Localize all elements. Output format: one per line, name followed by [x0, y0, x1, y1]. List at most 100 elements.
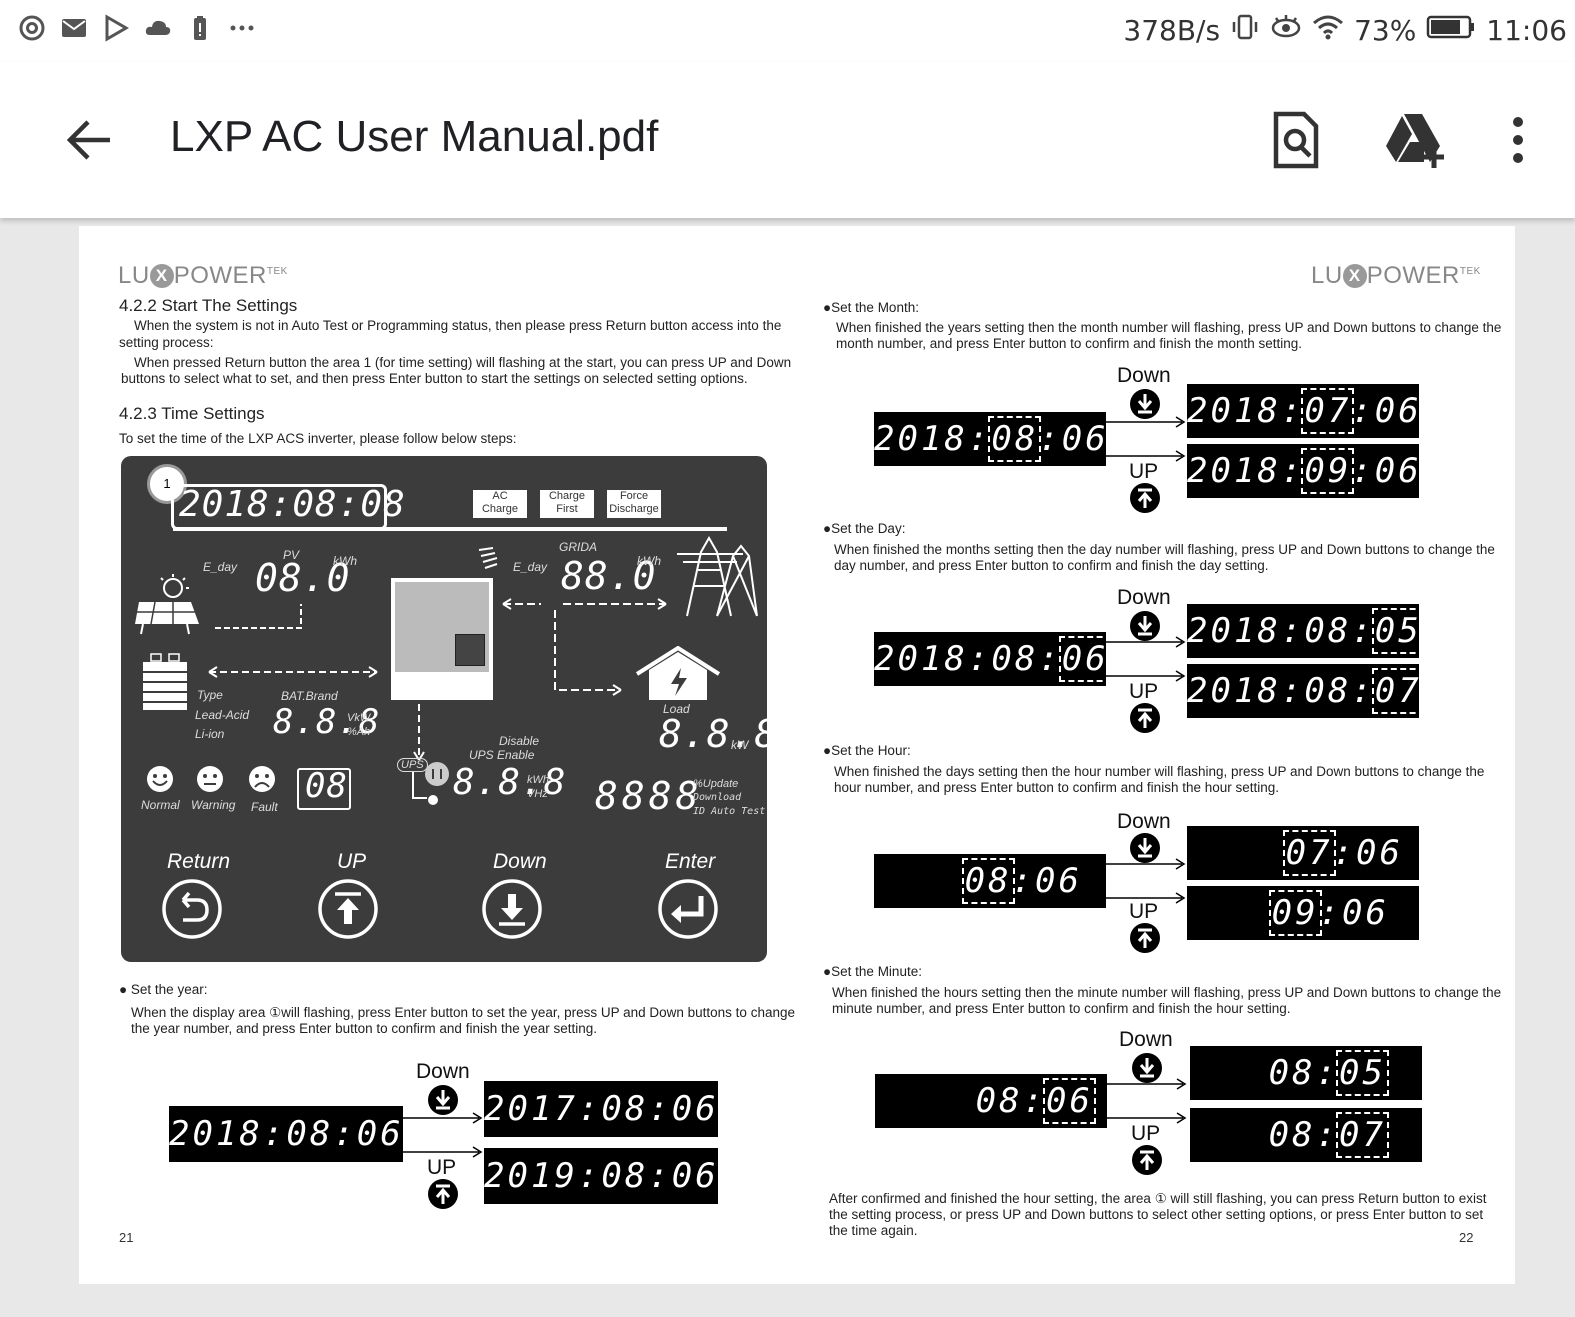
ups-label: UPS	[397, 758, 428, 772]
paragraph: When the display area ①will flashing, pr…	[131, 1005, 795, 1020]
drive-add-icon	[1386, 114, 1444, 168]
minute-arrows	[1107, 1078, 1187, 1124]
page-number-left: 21	[119, 1230, 134, 1245]
day-up-display: 2018:08:07	[1187, 664, 1425, 718]
paragraph: the year number, and press Enter button …	[131, 1021, 598, 1036]
month-arrows	[1106, 416, 1186, 462]
app-bar: LXP AC User Manual.pdf	[0, 62, 1575, 218]
grid-eday-label: E_day	[513, 560, 548, 574]
find-in-document-button[interactable]	[1266, 110, 1326, 170]
hour-down-display: 07:06	[1187, 826, 1419, 880]
set-minute-title: Set the Minute:	[831, 964, 922, 979]
down-button[interactable]	[481, 878, 543, 940]
add-to-drive-button[interactable]	[1384, 110, 1444, 170]
up-label: UP	[1129, 460, 1159, 483]
day-source-display: 2018:08:06	[874, 632, 1112, 686]
cloud-icon	[144, 14, 172, 42]
paragraph: the setting process, or press UP and Dow…	[829, 1207, 1484, 1222]
set-day-title: Set the Day:	[831, 521, 906, 536]
ups-disable-label: Disable	[499, 734, 540, 748]
year-up-display: 2019:08:06	[484, 1148, 718, 1204]
heading-start-settings: 4.2.2 Start The Settings	[119, 296, 298, 315]
status-code-value: 8888	[595, 774, 703, 818]
home-load-icon	[635, 646, 721, 700]
grid-kwh-label: kWh	[637, 554, 661, 568]
hour-arrows	[1106, 858, 1186, 904]
back-button[interactable]	[62, 112, 118, 168]
paragraph: the time again.	[829, 1223, 918, 1238]
more-options-button[interactable]	[1488, 110, 1548, 170]
battery-flow-line	[208, 666, 378, 678]
battery-value: 8.8.8	[273, 702, 381, 742]
pah-label: %Ah	[347, 726, 371, 738]
normal-face-icon	[147, 766, 173, 792]
paragraph: After confirmed and finished the hour se…	[829, 1191, 1487, 1206]
code-value: 08	[305, 766, 348, 806]
fault-face-icon	[249, 766, 275, 792]
up-circle-icon	[1130, 483, 1160, 513]
down-label: Down	[1117, 364, 1171, 387]
pv-eday-label: E_day	[203, 560, 238, 574]
grid-label: GRIDA	[559, 540, 598, 554]
up-circle-icon	[1130, 703, 1160, 733]
up-label: UP	[1129, 680, 1159, 703]
enter-button[interactable]	[657, 878, 719, 940]
ups-enable-label: UPS Enable	[469, 748, 535, 762]
battery-type-label: Type	[197, 688, 223, 702]
minute-up-display: 08:07	[1190, 1108, 1422, 1162]
return-button-label: Return	[167, 850, 231, 873]
chip-ac-charge: AC Charge	[473, 490, 527, 518]
down-label: Down	[1117, 586, 1171, 609]
load-kw-label: kW	[731, 738, 749, 752]
id-auto-test-label: ID Auto Test	[693, 806, 766, 817]
ups-flow-line	[413, 704, 425, 761]
up-button[interactable]	[317, 878, 379, 940]
page-number-right: 22	[1459, 1230, 1474, 1245]
down-label: Down	[416, 1060, 470, 1083]
hour-source-display: 08:06	[874, 854, 1106, 908]
paragraph: To set the time of the LXP ACS inverter,…	[119, 431, 517, 446]
month-source-display: 2018:08:06	[874, 412, 1106, 466]
eye-comfort-icon	[1270, 12, 1302, 49]
return-button[interactable]	[161, 878, 223, 940]
down-circle-icon	[1130, 833, 1160, 863]
set-minute-heading: ●Set the Minute:	[823, 964, 922, 979]
set-hour-heading: ●Set the Hour:	[823, 743, 911, 758]
minute-source-display: 08:06	[875, 1074, 1107, 1128]
paragraph: month number, and press Enter button to …	[836, 336, 1303, 351]
up-label: UP	[1131, 1122, 1161, 1145]
up-label: UP	[427, 1156, 457, 1179]
paragraph: setting process:	[119, 335, 214, 350]
arrow-back-icon	[66, 120, 110, 160]
update-label: %Update	[693, 778, 739, 790]
ups-unit-kwh: kWh	[527, 774, 549, 786]
power-tower-icon	[677, 536, 758, 617]
ups-socket-icon	[412, 762, 449, 805]
paragraph: hour number, and press Enter button to c…	[834, 780, 1280, 795]
chip-charge-first: Charge First	[540, 490, 594, 518]
pv-energy-value: 08.0	[255, 556, 351, 600]
paragraph: When finished the months setting then th…	[834, 542, 1495, 557]
pv-flow-line	[215, 604, 302, 629]
year-down-display: 2017:08:06	[484, 1081, 718, 1137]
paragraph: buttons to select what to set, and then …	[121, 371, 748, 386]
down-circle-icon	[428, 1085, 458, 1115]
ups-unit-vhz: VHz	[527, 788, 548, 800]
battery-stack-icon	[143, 653, 187, 710]
paragraph: minute number, and press Enter button to…	[832, 1001, 1291, 1016]
network-speed: 378B/s	[1123, 14, 1221, 47]
warning-label: Warning	[191, 798, 236, 812]
down-circle-icon	[1130, 389, 1160, 419]
normal-label: Normal	[141, 798, 180, 812]
grid-energy-value: 88.0	[561, 554, 657, 598]
vkw-label: VkW	[347, 712, 371, 724]
enter-button-label: Enter	[665, 850, 716, 873]
grid-flow-lines	[502, 598, 667, 696]
document-title: LXP AC User Manual.pdf	[170, 112, 659, 161]
download-label: Download	[693, 792, 742, 803]
find-in-page-icon	[1273, 111, 1319, 169]
lead-acid-label: Lead-Acid	[195, 708, 250, 722]
battery-percent: 73%	[1354, 14, 1417, 47]
